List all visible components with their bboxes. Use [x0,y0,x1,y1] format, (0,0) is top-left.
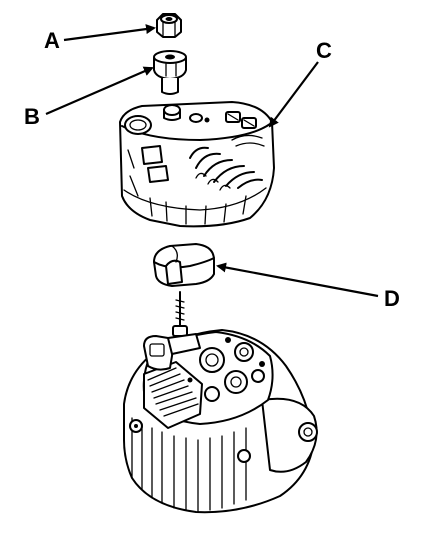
rear-cover-icon [119,101,275,228]
callout-b: B [24,104,40,129]
leader-a [63,24,156,42]
leader-c [268,61,319,128]
callout-a: A [44,28,60,53]
callout-c: C [316,38,332,63]
callout-d: D [384,286,400,311]
terminal-insulator-icon [153,243,215,287]
leader-d [216,262,379,298]
alternator-icon [123,291,318,514]
nut-icon [156,13,182,38]
leader-b [45,66,154,116]
insulator-bushing-icon [153,50,187,95]
